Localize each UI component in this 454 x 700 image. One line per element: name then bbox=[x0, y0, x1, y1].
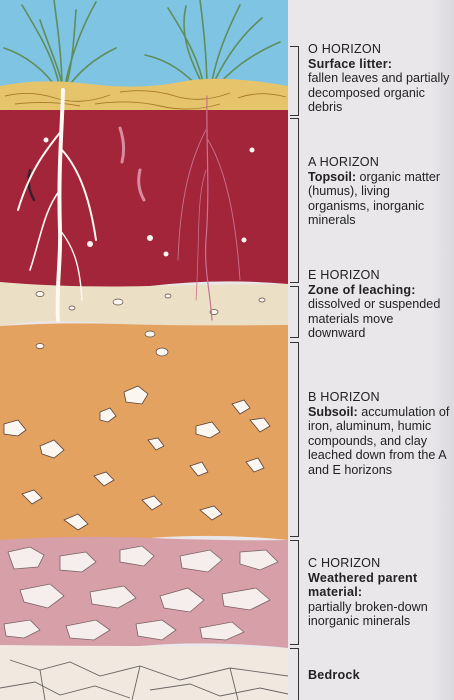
bedrock-title: Bedrock bbox=[308, 668, 454, 683]
bedrock-bracket bbox=[290, 648, 299, 700]
e-horizon-description: dissolved or suspended materials move do… bbox=[308, 297, 440, 340]
c-horizon-bracket bbox=[290, 540, 299, 645]
e-horizon-bracket bbox=[290, 286, 299, 338]
o-horizon-label: O HORIZON Surface litter: fallen leaves … bbox=[308, 42, 454, 115]
e-horizon-heading: E HORIZON bbox=[308, 268, 454, 283]
a-horizon-title: Topsoil: bbox=[308, 170, 356, 184]
c-horizon-label: C HORIZON Weathered parent material: par… bbox=[308, 556, 454, 629]
a-horizon-label: A HORIZON Topsoil: organic matter (humus… bbox=[308, 155, 454, 228]
o-horizon-heading: O HORIZON bbox=[308, 42, 454, 57]
b-horizon-label: B HORIZON Subsoil: accumulation of iron,… bbox=[308, 390, 454, 478]
b-horizon-bracket bbox=[290, 342, 299, 537]
c-horizon-title: Weathered parent material: bbox=[308, 571, 454, 600]
c-horizon-heading: C HORIZON bbox=[308, 556, 454, 571]
e-horizon-label: E HORIZON Zone of leaching: dissolved or… bbox=[308, 268, 454, 341]
bedrock-label: Bedrock bbox=[308, 668, 454, 683]
e-horizon-leaching-band bbox=[0, 282, 288, 327]
soil-profile-illustration bbox=[0, 0, 288, 700]
sky-background bbox=[0, 0, 288, 90]
o-horizon-bracket bbox=[290, 46, 299, 116]
a-horizon-bracket bbox=[290, 118, 299, 283]
e-horizon-title: Zone of leaching: bbox=[308, 283, 454, 298]
b-horizon-subsoil-band bbox=[0, 323, 288, 541]
b-horizon-heading: B HORIZON bbox=[308, 390, 454, 405]
c-horizon-description: partially broken-down inorganic minerals bbox=[308, 600, 428, 629]
b-horizon-title: Subsoil: bbox=[308, 405, 358, 419]
o-horizon-title: Surface litter: bbox=[308, 57, 454, 72]
a-horizon-heading: A HORIZON bbox=[308, 155, 454, 170]
o-horizon-description: fallen leaves and partially decomposed o… bbox=[308, 71, 449, 114]
